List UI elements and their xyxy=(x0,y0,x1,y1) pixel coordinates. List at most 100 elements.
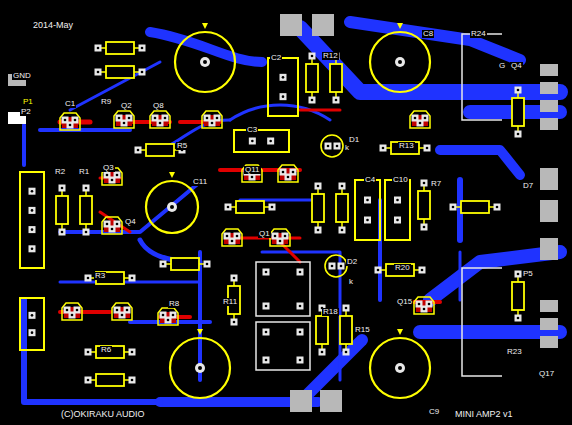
drill-hole xyxy=(116,223,119,226)
label-anchor: C1 xyxy=(64,92,76,110)
capacitor-symbol xyxy=(370,338,430,398)
transistor-symbol xyxy=(62,303,82,320)
drill-hole xyxy=(231,240,234,243)
capacitor-symbol xyxy=(195,363,205,373)
transistor-symbol xyxy=(152,115,168,126)
solder-pad xyxy=(380,145,387,152)
label-anchor: Q3 xyxy=(102,156,115,174)
solder-pad xyxy=(95,69,102,76)
label-anchor: C2 xyxy=(270,46,282,64)
drill-hole xyxy=(85,231,88,234)
drill-hole xyxy=(31,228,34,231)
part-label: (C)OKIRAKU AUDIO xyxy=(60,410,146,419)
part-label: C9 xyxy=(428,408,440,416)
resistor-symbol xyxy=(96,346,124,358)
drill-hole xyxy=(299,331,302,334)
resistor-symbol xyxy=(95,42,146,54)
drill-hole xyxy=(31,314,34,317)
resistor-symbol xyxy=(340,316,352,344)
drill-hole xyxy=(87,351,90,354)
solder-pad xyxy=(170,312,177,319)
part-label: Q4 xyxy=(124,218,137,226)
terminal-pad xyxy=(280,14,302,36)
part-label: R1 xyxy=(78,168,90,176)
drill-hole xyxy=(265,305,268,308)
transistor-symbol xyxy=(202,111,222,128)
solder-pad xyxy=(85,275,92,282)
drill-hole xyxy=(377,269,380,272)
drill-hole xyxy=(233,321,236,324)
label-anchor: MINI AMP2 v1 xyxy=(454,403,514,421)
transistor-symbol xyxy=(416,301,432,312)
drill-hole xyxy=(299,359,302,362)
resistor-symbol xyxy=(461,201,489,213)
terminal-pad xyxy=(540,168,558,190)
label-anchor: Q4 xyxy=(124,210,137,228)
transistor-symbol xyxy=(414,297,434,314)
transistor-symbol xyxy=(278,165,298,182)
solder-pad xyxy=(494,204,501,211)
drill-hole xyxy=(341,229,344,232)
resistor-symbol xyxy=(312,194,324,222)
resistor-symbol xyxy=(450,201,501,213)
drill-hole xyxy=(64,119,67,122)
drill-hole xyxy=(87,379,90,382)
drill-hole xyxy=(341,185,344,188)
solder-pad xyxy=(129,349,136,356)
part-label: P5 xyxy=(522,270,534,278)
drill-hole xyxy=(233,277,236,280)
drill-hole xyxy=(426,147,429,150)
label-anchor: P1 xyxy=(22,90,34,108)
terminal-pad xyxy=(8,14,558,412)
capacitor-symbol xyxy=(203,60,207,64)
diode-symbol xyxy=(321,135,343,157)
label-anchor: (C)OKIRAKU AUDIO xyxy=(60,403,146,421)
part-label: R5 xyxy=(176,142,188,150)
transistor-symbol xyxy=(114,111,134,128)
part-label: Q2 xyxy=(120,102,133,110)
solder-pad xyxy=(280,93,287,100)
copper-trace xyxy=(440,150,520,175)
solder-pad xyxy=(426,301,433,308)
part-label: R13 xyxy=(398,142,415,150)
solder-pad xyxy=(231,275,238,282)
capacitor-symbol xyxy=(202,23,208,29)
solder-pad xyxy=(338,263,345,270)
drill-hole xyxy=(311,55,314,58)
transistor-symbol xyxy=(158,308,178,325)
copper-trace-top xyxy=(300,109,340,112)
capacitor-symbol xyxy=(398,60,402,64)
component-outline xyxy=(20,298,44,350)
drill-hole xyxy=(111,179,114,182)
copper-trace xyxy=(230,105,330,120)
drill-hole xyxy=(111,228,114,231)
solder-pad xyxy=(124,307,131,314)
drill-hole xyxy=(517,317,520,320)
part-label: R3 xyxy=(94,272,106,280)
label-anchor: R12 xyxy=(322,44,339,62)
solder-pad xyxy=(515,87,522,94)
label-anchor: Q15 xyxy=(396,290,413,308)
drill-hole xyxy=(61,231,64,234)
capacitor-symbol xyxy=(167,202,177,212)
part-label: C10 xyxy=(392,176,409,184)
label-anchor: C11 xyxy=(192,170,208,188)
capacitor-symbol xyxy=(397,329,403,335)
component-outline xyxy=(234,130,289,152)
solder-pad xyxy=(83,229,90,236)
drill-hole xyxy=(116,309,119,312)
resistor-symbol xyxy=(306,64,318,92)
transistor-symbol xyxy=(158,308,178,325)
drill-hole xyxy=(85,187,88,190)
label-anchor: C4 xyxy=(364,168,376,186)
part-label: R2 xyxy=(54,168,66,176)
drill-hole xyxy=(423,308,426,311)
part-label: P1 xyxy=(22,98,34,106)
resistor-symbol xyxy=(56,196,68,224)
solder-pad xyxy=(29,312,36,319)
resistor-symbol xyxy=(225,201,276,213)
drill-hole xyxy=(206,263,209,266)
label-anchor: R15 xyxy=(354,318,371,336)
solder-pad xyxy=(162,115,169,122)
